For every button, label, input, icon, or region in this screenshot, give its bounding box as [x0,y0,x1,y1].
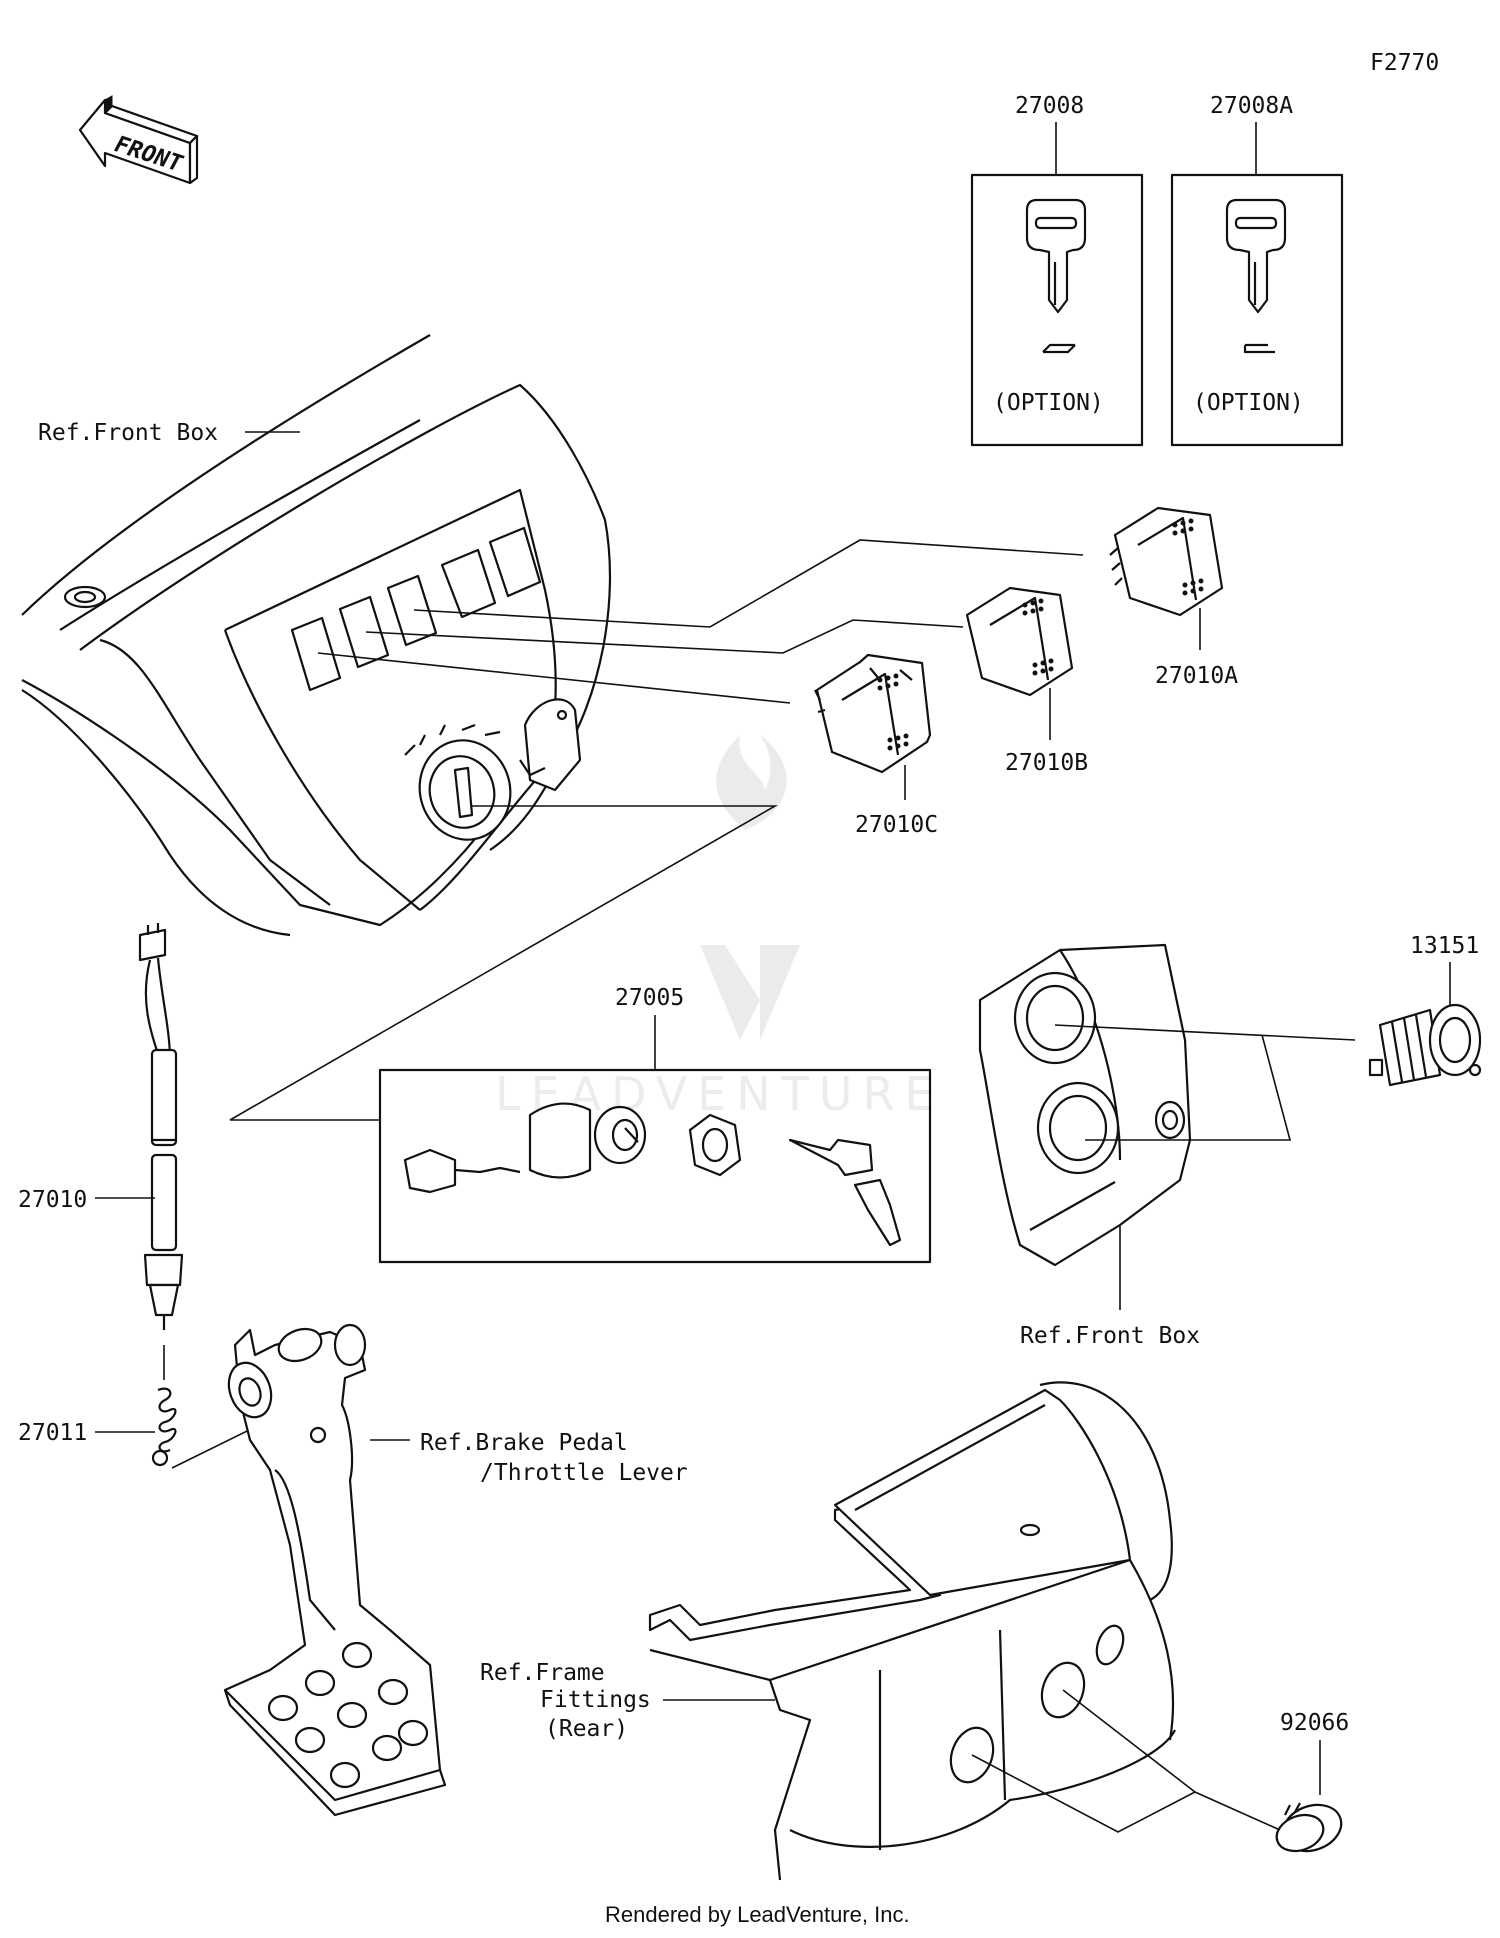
rocker-switch-27010a [1109,506,1224,617]
rocker-switch-27010c [814,653,932,774]
front-box-dashboard [21,334,612,937]
ref-frame-line3: (Rear) [545,1716,628,1742]
dash-socket [523,698,582,792]
ref-brake-pedal-line1: Ref.Brake Pedal [420,1430,628,1456]
front-arrow-icon: FRONT [78,95,199,185]
ignition-kit-box [378,1068,932,1264]
brake-pedal [223,1323,447,1817]
key-27008a-icon [1225,198,1287,354]
part-27010-label: 27010 [18,1187,87,1213]
switch-slot-4 [440,548,497,619]
part-27010c-label: 27010C [855,812,938,838]
ref-front-box-right: Ref.Front Box [1020,1323,1200,1349]
key-27008a-box [1170,173,1344,447]
option-label-2: (OPTION) [1193,390,1304,416]
switch-slot-5 [488,526,542,598]
part-27010a-label: 27010A [1155,663,1238,689]
part-92066-label: 92066 [1280,1710,1349,1736]
ignition-switch-27005 [403,1102,902,1247]
part-27010b-label: 27010B [1005,750,1088,776]
blind-plug-92066 [1275,1802,1343,1853]
switch-slot-3 [386,574,438,647]
part-27008a-label: 27008A [1210,93,1293,119]
figure-id: F2770 [1370,50,1439,76]
key-27008-icon [1025,198,1087,354]
footer-credit: Rendered by LeadVenture, Inc. [605,1902,910,1927]
key-27008-box [970,173,1144,447]
ref-front-box-top: Ref.Front Box [38,420,218,446]
part-27008-label: 27008 [1015,93,1084,119]
switch-slot-1 [290,616,342,692]
brake-switch-27010 [138,923,184,1330]
ref-frame-line1: Ref.Frame [480,1660,605,1686]
frame-fittings-rear [648,1381,1176,1881]
watermark-logo [700,735,800,1040]
part-13151-label: 13151 [1410,933,1479,959]
option-label-1: (OPTION) [993,390,1104,416]
socket-13151 [1368,1003,1482,1087]
ref-frame-line2: Fittings [540,1687,651,1713]
return-spring-27011 [151,1387,177,1467]
ref-brake-pedal-line2: /Throttle Lever [480,1460,688,1486]
front-box-right-panel [978,943,1192,1267]
rocker-switch-27010b [965,586,1074,697]
part-27005-label: 27005 [615,985,684,1011]
part-27011-label: 27011 [18,1420,87,1446]
switch-slot-2 [338,595,390,669]
